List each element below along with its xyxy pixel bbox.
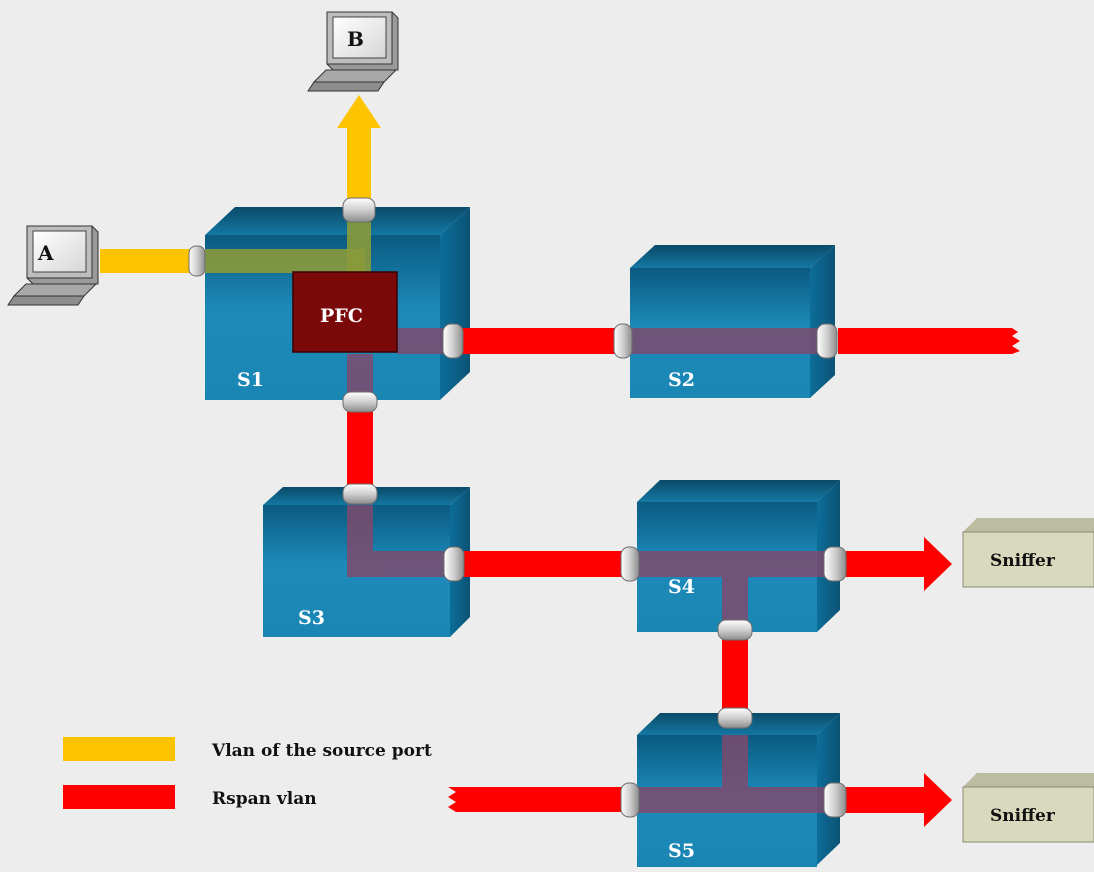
port-s5-top (717, 707, 753, 729)
port-s3-right (443, 546, 465, 582)
switch-s1-label: S1 (237, 369, 264, 391)
legend-swatch-source-vlan (63, 737, 175, 761)
rspan-vlan-path (347, 328, 1020, 827)
switch-s2: S2 (630, 245, 835, 398)
host-a-label: A (37, 241, 54, 265)
port-s5-right (823, 782, 847, 818)
switch-s3-label: S3 (298, 607, 325, 629)
port-s4-left (620, 546, 640, 582)
port-s1-bottom (342, 391, 378, 413)
rspan-internal-paths (347, 328, 832, 813)
pfc-label: PFC (320, 305, 363, 327)
legend: Vlan of the source port Rspan vlan (63, 737, 432, 809)
sniffer-1: Sniffer (962, 518, 1094, 588)
switch-s2-label: S2 (668, 369, 695, 391)
sniffer-2: Sniffer (962, 773, 1094, 843)
switch-s4-label: S4 (668, 576, 695, 598)
port-s2-left (613, 323, 633, 359)
host-b: B (307, 11, 399, 92)
port-s1-right (442, 323, 464, 359)
port-s4-right (823, 546, 847, 582)
legend-label-rspan-vlan: Rspan vlan (212, 789, 317, 809)
sniffer-1-label: Sniffer (990, 551, 1056, 571)
port-s1-b (342, 197, 376, 223)
port-s4-bottom (717, 619, 753, 641)
legend-label-source-vlan: Vlan of the source port (211, 741, 432, 761)
sniffer-2-label: Sniffer (990, 806, 1056, 826)
port-s5-left (620, 782, 640, 818)
legend-swatch-rspan-vlan (63, 785, 175, 809)
pfc-block: PFC (292, 271, 398, 353)
switch-ports (188, 197, 847, 818)
host-a: A (7, 225, 99, 306)
port-s1-a (188, 245, 206, 277)
host-b-label: B (347, 27, 364, 51)
source-vlan-path (100, 95, 381, 273)
switch-s5-label: S5 (668, 840, 695, 862)
port-s3-top (342, 483, 378, 505)
port-s2-right (816, 323, 838, 359)
